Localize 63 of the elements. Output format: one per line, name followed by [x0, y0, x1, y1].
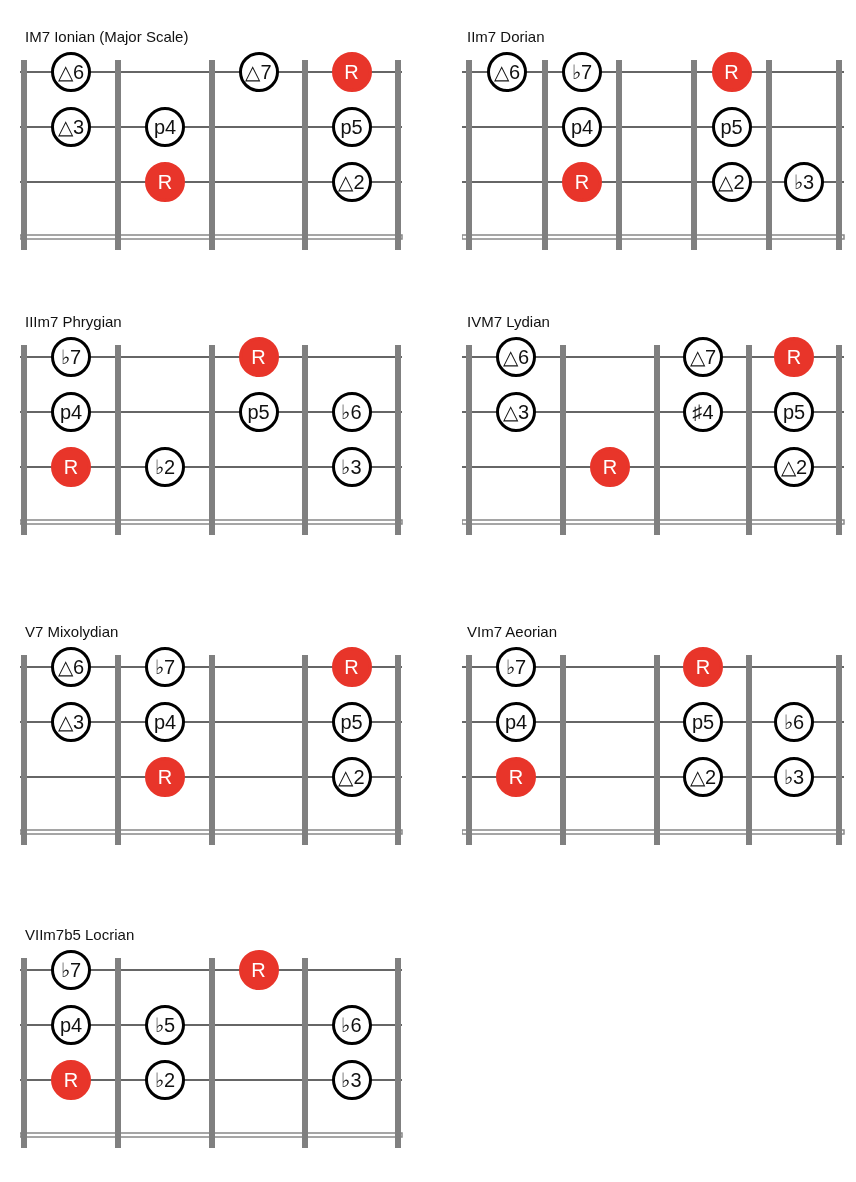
note-marker: △3 [51, 107, 91, 147]
note-marker: ♭3 [774, 757, 814, 797]
note-marker: ♭7 [562, 52, 602, 92]
note-marker: △3 [496, 392, 536, 432]
note-marker: ♭6 [331, 392, 372, 432]
note-marker: △7 [683, 337, 723, 377]
note-marker: △6 [487, 52, 527, 92]
note-marker: p4 [145, 107, 185, 147]
panel-title: IIm7 Dorian [467, 28, 545, 46]
panel-title: IM7 Ionian (Major Scale) [25, 28, 189, 46]
note-marker: p5 [238, 392, 279, 432]
note-marker: p5 [331, 702, 372, 742]
note-marker: ♭7 [496, 647, 536, 687]
panel-title: VIm7 Aeorian [467, 623, 558, 641]
note-marker: △2 [331, 757, 372, 797]
root-note-marker: R [51, 447, 91, 487]
note-marker: △2 [683, 757, 723, 797]
note-marker: ♭7 [51, 337, 91, 377]
panel-title: IIIm7 Phrygian [25, 313, 122, 331]
note-marker: p4 [496, 702, 536, 742]
note-marker: △2 [331, 162, 372, 202]
root-note-marker: R [331, 52, 372, 92]
note-marker: ♭7 [145, 647, 185, 687]
root-note-marker: R [496, 757, 536, 797]
note-marker: p4 [51, 1005, 91, 1045]
note-marker: ♭3 [331, 1060, 372, 1100]
note-marker: ♭5 [145, 1005, 185, 1045]
note-marker: ♭3 [784, 162, 824, 202]
note-marker: p5 [711, 107, 752, 147]
note-marker: △6 [51, 52, 91, 92]
root-note-marker: R [590, 447, 630, 487]
note-marker: △6 [496, 337, 536, 377]
note-marker: ♭6 [774, 702, 814, 742]
panel-title: V7 Mixolydian [25, 623, 119, 641]
note-marker: p4 [145, 702, 185, 742]
root-note-marker: R [51, 1060, 91, 1100]
note-marker: △7 [238, 52, 279, 92]
note-marker: ♭6 [331, 1005, 372, 1045]
note-marker: ♭2 [145, 447, 185, 487]
note-marker: p5 [774, 392, 814, 432]
note-marker: ♭7 [51, 950, 91, 990]
note-marker: p4 [562, 107, 602, 147]
note-marker: △6 [51, 647, 91, 687]
root-note-marker: R [683, 647, 723, 687]
note-marker: p5 [331, 107, 372, 147]
root-note-marker: R [562, 162, 602, 202]
root-note-marker: R [331, 647, 372, 687]
note-marker: △3 [51, 702, 91, 742]
root-note-marker: R [711, 52, 752, 92]
root-note-marker: R [145, 757, 185, 797]
note-marker: △2 [711, 162, 752, 202]
root-note-marker: R [145, 162, 185, 202]
note-marker: p4 [51, 392, 91, 432]
note-marker: p5 [683, 702, 723, 742]
note-marker: ♯4 [683, 392, 723, 432]
note-marker: ♭2 [145, 1060, 185, 1100]
panel-title: VIIm7b5 Locrian [25, 926, 135, 944]
note-marker: △2 [774, 447, 814, 487]
root-note-marker: R [238, 950, 279, 990]
panel-title: IVM7 Lydian [467, 313, 550, 331]
root-note-marker: R [774, 337, 814, 377]
root-note-marker: R [238, 337, 279, 377]
note-marker: ♭3 [331, 447, 372, 487]
